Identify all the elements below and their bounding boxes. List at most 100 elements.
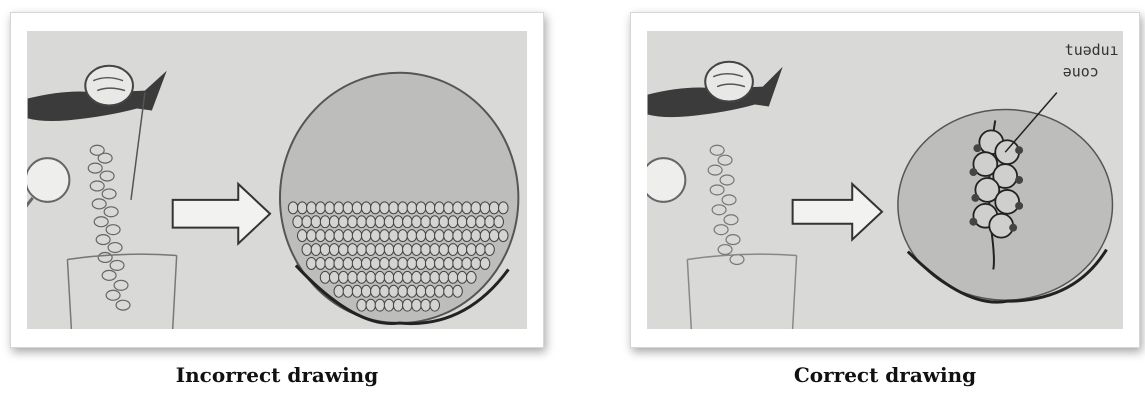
cell: [435, 285, 445, 297]
cell: [325, 202, 335, 214]
cell: [352, 285, 362, 297]
cell: [302, 216, 312, 228]
cell: [334, 285, 344, 297]
cell: [307, 202, 317, 214]
cell: [448, 271, 458, 283]
cell: [352, 230, 362, 242]
cell: [476, 244, 486, 256]
cell: [398, 202, 408, 214]
cell: [384, 299, 394, 311]
cell: [485, 244, 495, 256]
cell: [416, 202, 426, 214]
cell: [393, 216, 403, 228]
cell: [412, 299, 422, 311]
cell: [471, 230, 481, 242]
cell: [366, 244, 376, 256]
cell: [421, 244, 431, 256]
cell: [425, 257, 435, 269]
cell: [307, 257, 317, 269]
cell: [462, 230, 472, 242]
cell: [357, 216, 367, 228]
correct-drawing-illustration: tuəduı ǝuoɔ: [647, 31, 1123, 329]
cell: [366, 299, 376, 311]
cell: [421, 299, 431, 311]
cell: [480, 230, 490, 242]
cell: [366, 216, 376, 228]
cell: [453, 202, 463, 214]
cell: [293, 216, 303, 228]
cell: [334, 257, 344, 269]
cell: [457, 216, 467, 228]
cell: [403, 216, 413, 228]
cell: [384, 271, 394, 283]
cell: [329, 216, 339, 228]
cell: [403, 299, 413, 311]
cell: [393, 271, 403, 283]
cell: [334, 202, 344, 214]
cell: [343, 257, 353, 269]
cell: [407, 257, 417, 269]
cell: [361, 202, 371, 214]
cell: [444, 202, 454, 214]
cell: [453, 257, 463, 269]
incorrect-drawing-frame: [10, 12, 544, 348]
correct-drawing-frame: tuəduı ǝuoɔ: [630, 12, 1140, 348]
cell: [297, 202, 307, 214]
cell: [389, 230, 399, 242]
cell: [380, 230, 390, 242]
cell: [412, 216, 422, 228]
incorrect-drawing-caption: Incorrect drawing: [10, 363, 544, 387]
cell: [348, 216, 358, 228]
magnifier: [27, 158, 69, 212]
cell: [480, 202, 490, 214]
cell: [444, 257, 454, 269]
cell: [407, 285, 417, 297]
cell: [288, 202, 298, 214]
cell: [421, 271, 431, 283]
droplet-chain: [88, 145, 130, 310]
cell: [485, 216, 495, 228]
cell: [430, 271, 440, 283]
petri-dish-sparse: [898, 93, 1113, 303]
cell: [398, 230, 408, 242]
cell: [316, 230, 326, 242]
cell: [320, 216, 330, 228]
cell: [361, 257, 371, 269]
cell: [371, 202, 381, 214]
cell: [416, 257, 426, 269]
cell: [435, 257, 445, 269]
beaker: [67, 254, 176, 329]
hand-with-dropper: [648, 62, 783, 117]
cell: [384, 216, 394, 228]
cell: [302, 244, 312, 256]
cell: [361, 230, 371, 242]
correct-drawing-caption: Correct drawing: [630, 363, 1140, 387]
cell: [343, 285, 353, 297]
cell: [389, 285, 399, 297]
cell: [348, 271, 358, 283]
cell: [384, 244, 394, 256]
cell: [403, 271, 413, 283]
cell: [320, 271, 330, 283]
cell: [366, 271, 376, 283]
cell: [462, 202, 472, 214]
cell: [325, 257, 335, 269]
cell: [380, 285, 390, 297]
cell: [439, 271, 449, 283]
cell: [393, 244, 403, 256]
cell: [352, 202, 362, 214]
cell: [389, 202, 399, 214]
cell: [339, 271, 349, 283]
cell: [439, 244, 449, 256]
cell: [444, 230, 454, 242]
cell: [329, 271, 339, 283]
cell: [325, 230, 335, 242]
cell: [316, 257, 326, 269]
magnifier: [647, 158, 685, 202]
cell: [407, 230, 417, 242]
cell: [480, 257, 490, 269]
cell: [425, 230, 435, 242]
svg-text:tuəduı: tuəduı: [1065, 41, 1119, 59]
cell: [307, 230, 317, 242]
cell: [471, 202, 481, 214]
